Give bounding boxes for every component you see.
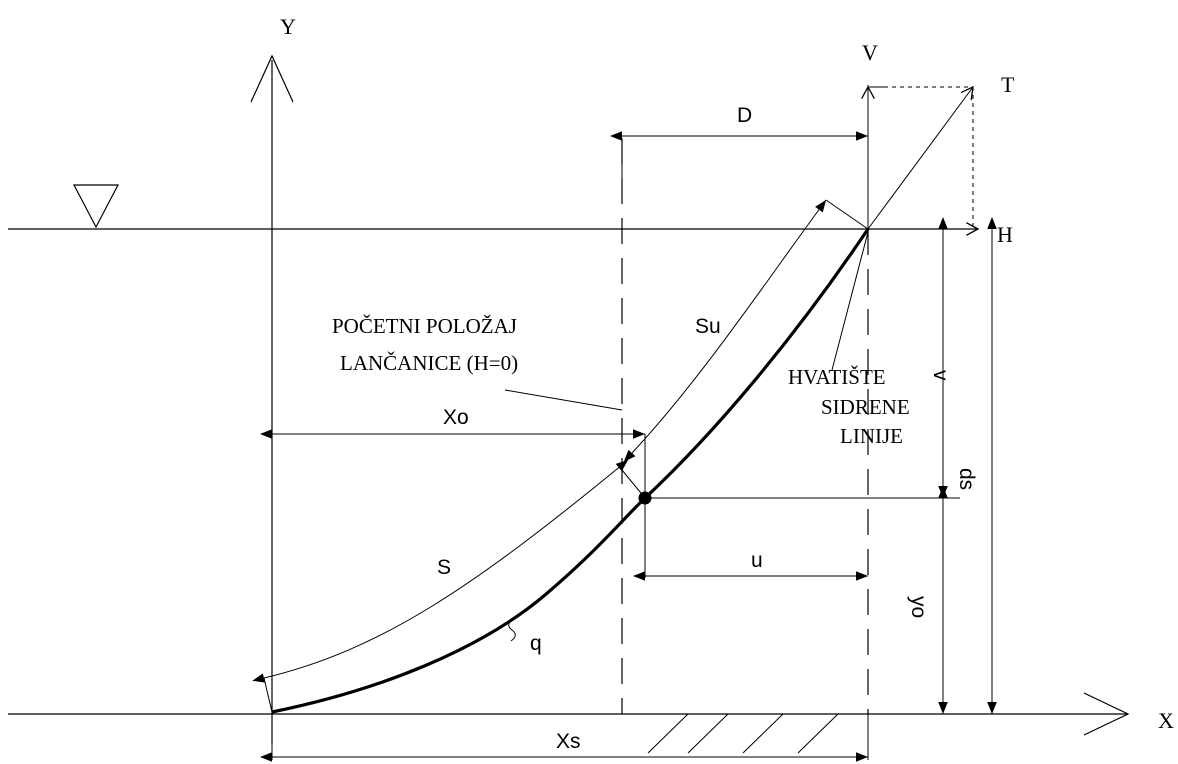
attachment-label-3: LINIJE (840, 424, 903, 448)
x-axis-label: X (1158, 708, 1174, 733)
x-axis (8, 692, 1130, 736)
y-axis-label: Y (280, 14, 296, 39)
q-load-mark (508, 618, 516, 642)
v-dim-label: v (929, 370, 952, 381)
attachment-leader (831, 231, 869, 371)
d-dim-label: D (737, 104, 752, 127)
dimension-xs (260, 714, 869, 762)
catenary-line (271, 228, 870, 714)
su-arc-tick (825, 199, 869, 230)
s-length-arc (252, 459, 629, 683)
water-surface (8, 184, 978, 230)
initial-position-leader (504, 389, 623, 411)
ds-dim-label: ds (955, 468, 978, 490)
yo-dim-label: yo (907, 596, 930, 618)
xs-dim-label: Xs (556, 730, 581, 753)
q-load-label: q (530, 632, 542, 655)
initial-position-label-1: POČETNI POLOŽAJ (332, 314, 517, 338)
attachment-label-1: HVATIŠTE (788, 365, 886, 389)
initial-position-label-2: LANČANICE (H=0) (340, 351, 518, 375)
s-length-label: S (437, 556, 451, 579)
dimension-xo (260, 429, 646, 498)
y-axis (250, 54, 294, 745)
su-length-arc (623, 199, 827, 462)
xo-dim-label: Xo (443, 406, 469, 429)
s-arc-tick (263, 677, 273, 713)
seabed-hatch (647, 713, 839, 754)
t-force-label: T (1001, 72, 1015, 97)
h-force-label: H (997, 222, 1013, 247)
force-triangle (868, 87, 978, 229)
su-length-label: Su (695, 315, 721, 338)
water-level-icon (73, 184, 119, 229)
attachment-label-2: SIDRENE (821, 395, 910, 419)
dimension-u (633, 498, 868, 581)
u-dim-label: u (751, 549, 763, 572)
v-force-label: V (862, 40, 878, 65)
